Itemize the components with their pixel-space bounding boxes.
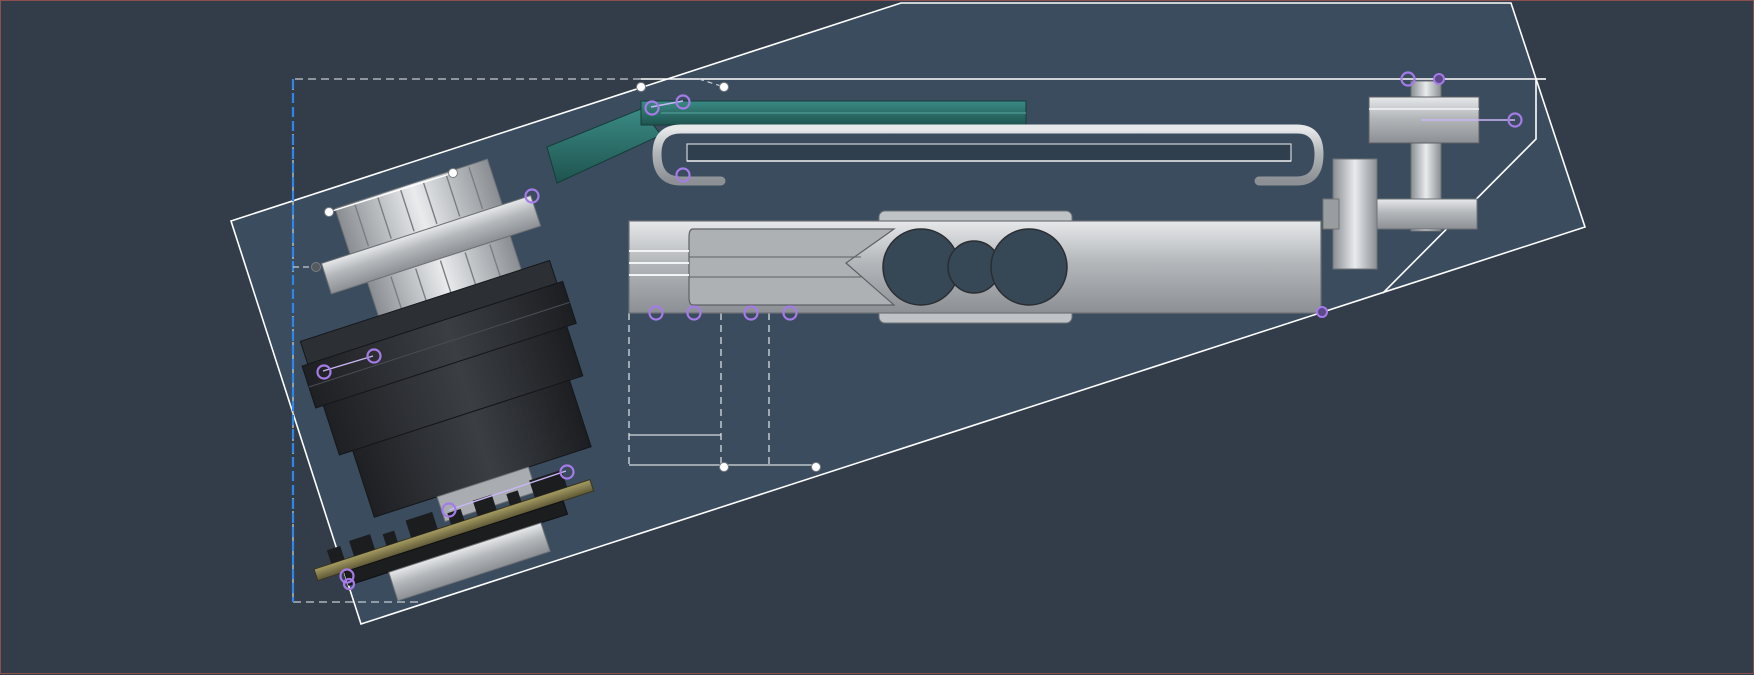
lens-cap-part[interactable] [307, 150, 555, 336]
constraint-circle-icon [782, 305, 798, 321]
constraint-circle-icon [441, 502, 457, 518]
constraint-circle-icon [675, 94, 691, 110]
constraint-circle-icon [339, 568, 355, 584]
sketch-points[interactable] [311, 82, 821, 472]
constraint-circle-icon [524, 188, 540, 204]
constraint-circle-icon [342, 577, 356, 591]
slider-bar-part[interactable] [628, 210, 1322, 324]
constraint-circle-icon [648, 305, 664, 321]
constraint-markers[interactable] [316, 71, 1523, 591]
constraint-circle-icon [1433, 73, 1445, 85]
sketch-point-icon [719, 462, 729, 472]
sketch-point-icon [311, 262, 321, 272]
constraint-circle-icon [316, 364, 332, 380]
sketch-lines-details[interactable] [322, 100, 1515, 511]
knob-assembly-part[interactable] [1322, 80, 1480, 270]
constraint-circle-icon [1316, 306, 1328, 318]
constraint-circle-icon [644, 100, 660, 116]
sketch-point-icon [636, 82, 646, 92]
fixed-constraint-markers[interactable] [1316, 73, 1445, 318]
spring-clip-part[interactable] [652, 124, 1324, 186]
constraint-circle-icon [686, 305, 702, 321]
constraint-circle-icon [366, 348, 382, 364]
constraint-circle-icon [1400, 71, 1416, 87]
sketch-point-icon [324, 207, 334, 217]
constraint-circle-icon [675, 167, 691, 183]
constraint-circle-icon [743, 305, 759, 321]
construction-bounding-box[interactable] [292, 78, 641, 603]
sketch-point-icon [448, 168, 458, 178]
camera-lens-body-part[interactable] [295, 259, 622, 549]
camera-pcb-part[interactable] [309, 462, 608, 622]
constraint-circle-icon [559, 464, 575, 480]
sketch-point-icon [811, 462, 821, 472]
constraint-circle-icon [1507, 112, 1523, 128]
sketch-point-icon [719, 82, 729, 92]
